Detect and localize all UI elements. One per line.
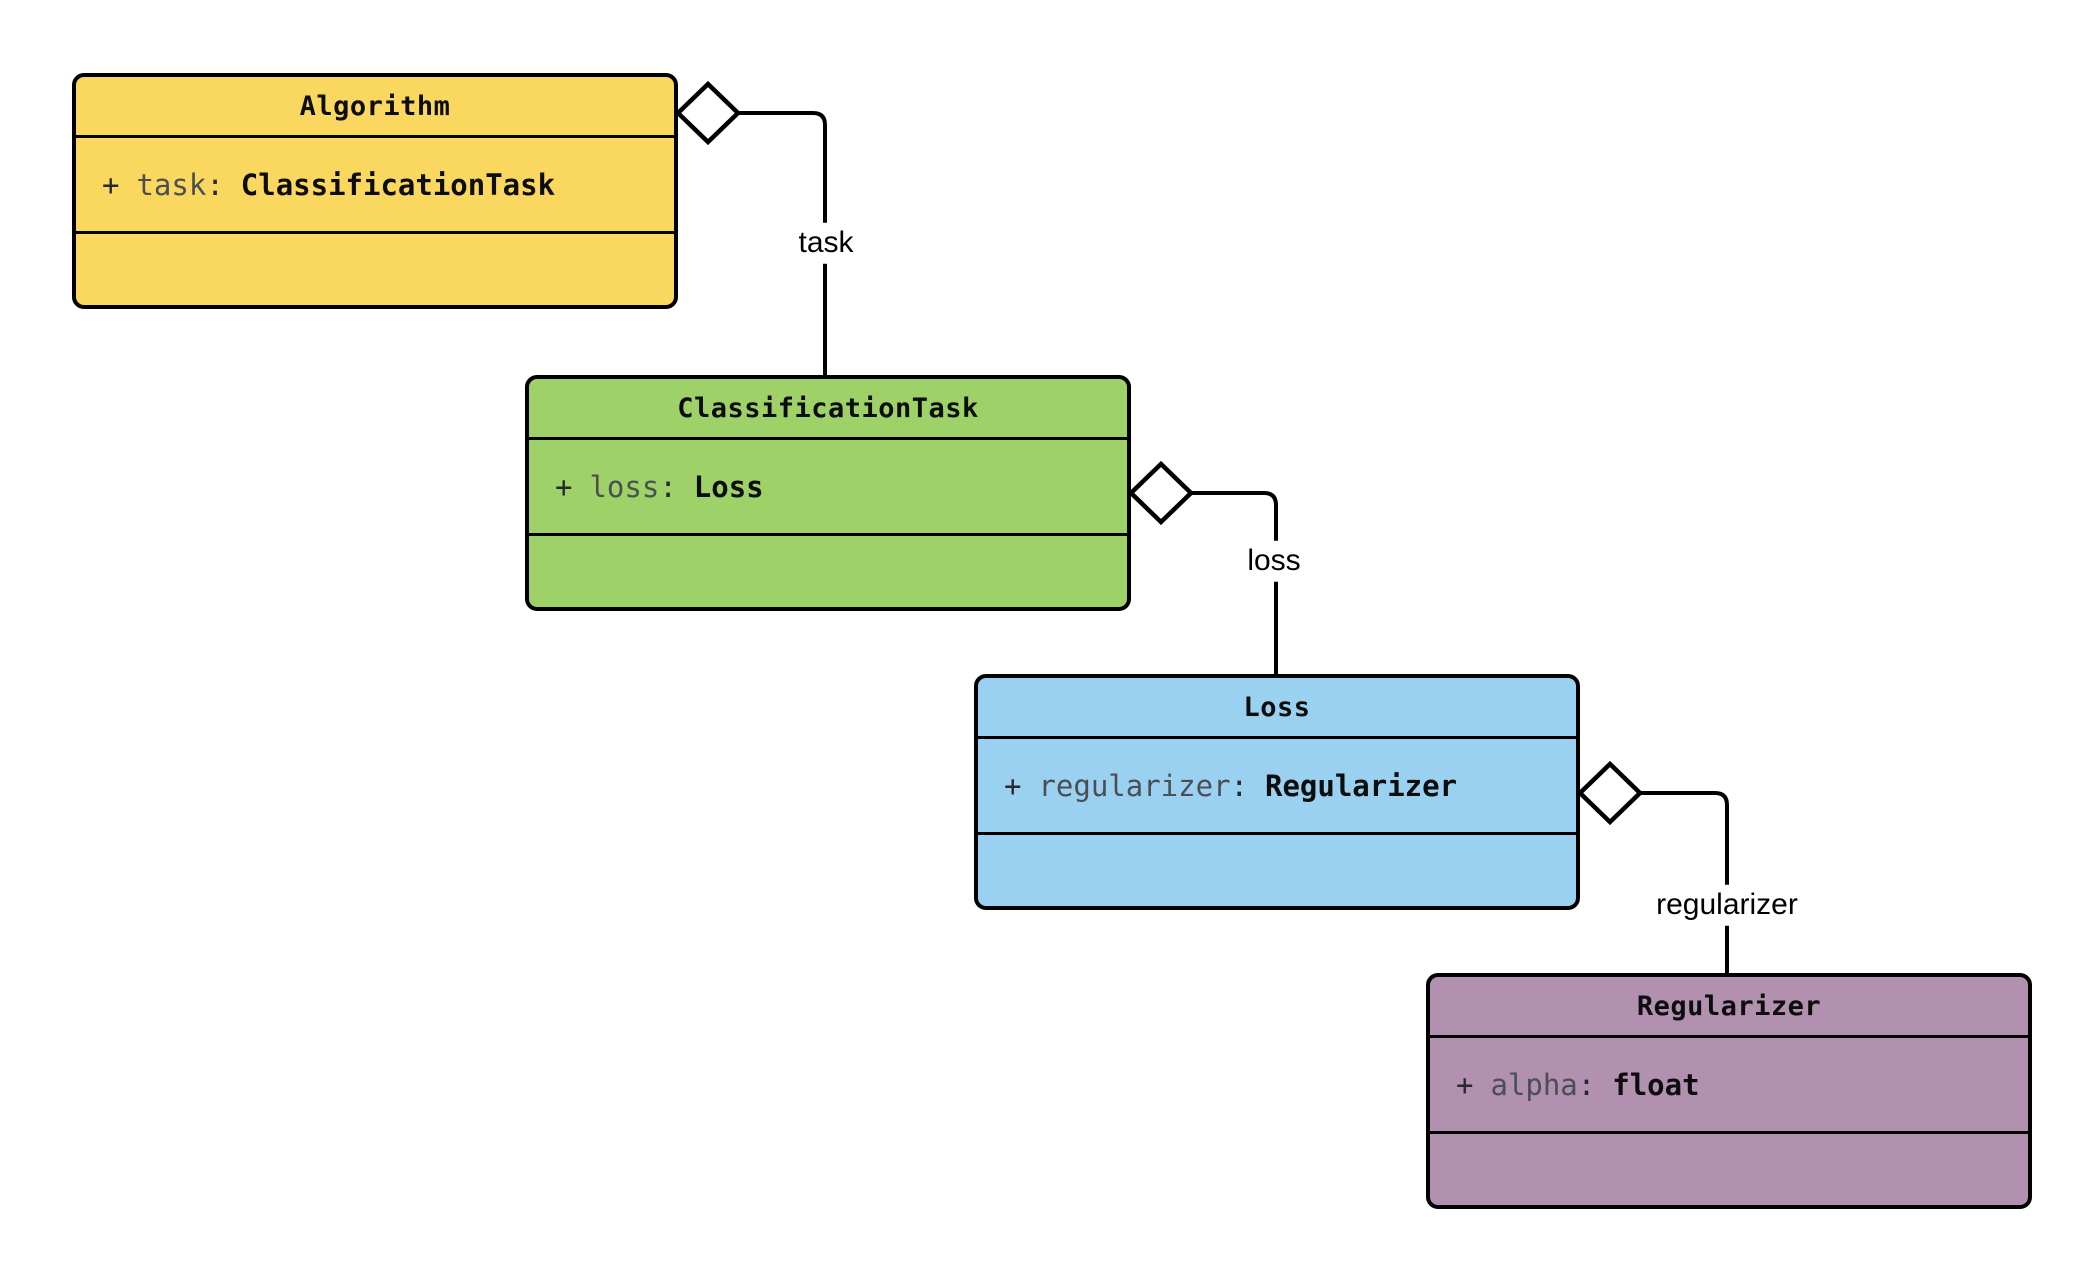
edge-line-task (738, 111, 827, 375)
attribute-visibility: + (555, 469, 573, 504)
attribute-visibility: + (1004, 768, 1022, 803)
attribute-name: alpha (1490, 1067, 1578, 1102)
attribute-colon: : (1577, 1067, 1596, 1102)
class-attribute-row: + loss: Loss (529, 440, 1127, 536)
attribute-type: ClassificationTask (240, 167, 556, 202)
attribute-name: regularizer (1038, 768, 1231, 803)
class-methods-compartment (76, 234, 674, 305)
class-methods-compartment (978, 835, 1576, 906)
class-title: Algorithm (76, 77, 674, 138)
edge-label-regularizer: regularizer (1649, 884, 1805, 926)
class-attribute-row: + regularizer: Regularizer (978, 739, 1576, 835)
attribute-name: loss (589, 469, 660, 504)
class-box-algorithm: Algorithm + task: ClassificationTask (72, 73, 678, 309)
attribute-colon: : (206, 167, 224, 202)
aggregation-diamond-icon (1127, 460, 1195, 526)
attribute-visibility: + (102, 167, 120, 202)
attribute-type: float (1612, 1067, 1700, 1102)
class-title: Regularizer (1430, 977, 2028, 1038)
class-attribute-row: + task: ClassificationTask (76, 138, 674, 234)
aggregation-diamond-icon (674, 80, 742, 146)
class-title: Loss (978, 678, 1576, 739)
edge-label-task: task (791, 222, 861, 264)
attribute-visibility: + (1456, 1067, 1474, 1102)
class-attribute-row: + alpha: float (1430, 1038, 2028, 1134)
edge-label-loss: loss (1240, 540, 1308, 582)
class-box-classificationtask: ClassificationTask + loss: Loss (525, 375, 1131, 611)
attribute-colon: : (1230, 768, 1248, 803)
class-methods-compartment (529, 536, 1127, 607)
attribute-name: task (136, 167, 207, 202)
class-box-regularizer: Regularizer + alpha: float (1426, 973, 2032, 1209)
edge-line-regularizer (1640, 791, 1729, 973)
edge-line-loss (1191, 491, 1278, 674)
class-methods-compartment (1430, 1134, 2028, 1205)
class-box-loss: Loss + regularizer: Regularizer (974, 674, 1580, 910)
attribute-type: Loss (693, 469, 764, 504)
aggregation-diamond-icon (1576, 760, 1644, 826)
attribute-type: Regularizer (1265, 768, 1458, 803)
attribute-colon: : (659, 469, 677, 504)
class-title: ClassificationTask (529, 379, 1127, 440)
